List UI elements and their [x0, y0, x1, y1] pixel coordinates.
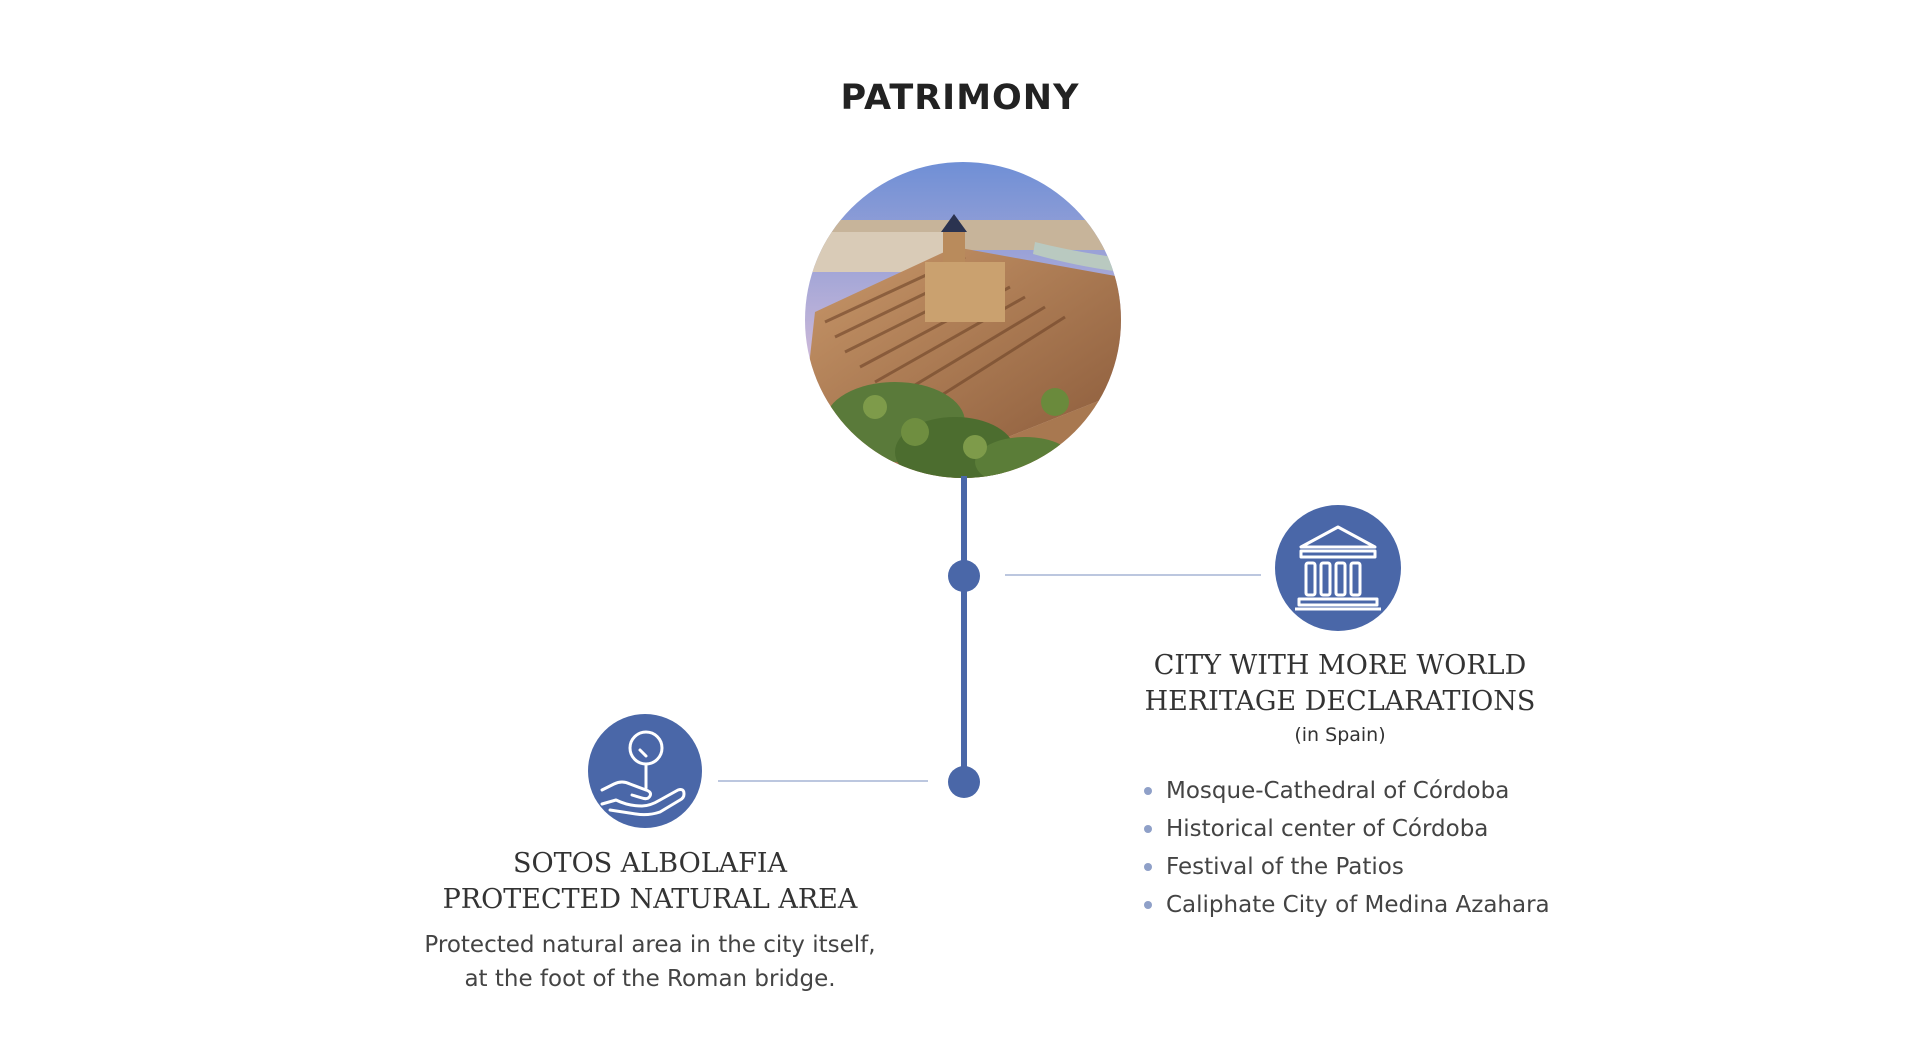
mosque-cathedral-photo [805, 162, 1121, 478]
heritage-heading: CITY WITH MORE WORLD HERITAGE DECLARATIO… [1100, 648, 1580, 720]
natural-area-heading-line2: PROTECTED NATURAL AREA [442, 884, 858, 915]
bullet-dot [1144, 863, 1152, 871]
natural-area-desc-line1: Protected natural area in the city itsel… [424, 932, 876, 958]
page-title: PATRIMONY [840, 78, 1080, 118]
timeline-spine [961, 476, 967, 781]
heritage-heading-line2: HERITAGE DECLARATIONS [1144, 686, 1536, 717]
list-item-label: Festival of the Patios [1166, 854, 1404, 880]
temple-icon [1275, 505, 1401, 631]
list-item-label: Mosque-Cathedral of Córdoba [1166, 778, 1510, 804]
bullet-dot [1144, 901, 1152, 909]
bullet-dot [1144, 825, 1152, 833]
connector-natural-area [718, 780, 928, 782]
natural-area-heading-line1: SOTOS ALBOLAFIA [512, 848, 788, 879]
natural-area-heading: SOTOS ALBOLAFIA PROTECTED NATURAL AREA [400, 846, 900, 918]
heritage-list: Mosque-Cathedral of Córdoba Historical c… [1138, 772, 1550, 924]
connector-heritage [1005, 574, 1261, 576]
list-item: Historical center of Córdoba [1138, 810, 1550, 848]
timeline-node-natural-area [948, 766, 980, 798]
bullet-dot [1144, 787, 1152, 795]
timeline-node-heritage [948, 560, 980, 592]
list-item: Festival of the Patios [1138, 848, 1550, 886]
natural-area-description: Protected natural area in the city itsel… [350, 928, 950, 996]
natural-area-desc-line2: at the foot of the Roman bridge. [464, 966, 836, 992]
heritage-heading-line1: CITY WITH MORE WORLD [1153, 650, 1527, 681]
list-item: Caliphate City of Medina Azahara [1138, 886, 1550, 924]
list-item-label: Caliphate City of Medina Azahara [1166, 892, 1550, 918]
tree-in-hand-icon [588, 714, 702, 828]
list-item-label: Historical center of Córdoba [1166, 816, 1489, 842]
list-item: Mosque-Cathedral of Córdoba [1138, 772, 1550, 810]
heritage-note: (in Spain) [1294, 724, 1386, 746]
